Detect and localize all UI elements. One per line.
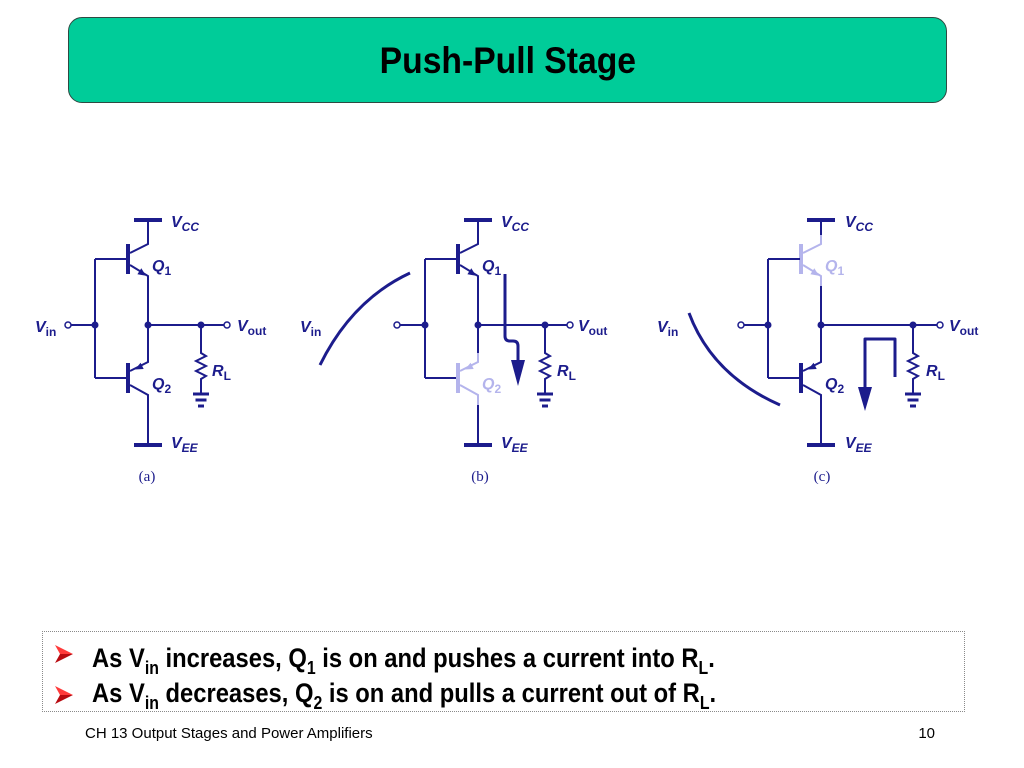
bullet-text-part: . bbox=[708, 643, 715, 673]
load-resistor bbox=[537, 325, 553, 393]
bullet-arrow-icon bbox=[55, 686, 73, 704]
load-a: Vout RL bbox=[193, 318, 266, 408]
figure-caption: (b) bbox=[471, 469, 489, 485]
q1-label: Q1 bbox=[152, 258, 171, 278]
bullet-text-part: As V bbox=[92, 643, 145, 673]
vin-terminal bbox=[737, 321, 745, 329]
bullet-arrow-icon bbox=[55, 645, 73, 663]
q2-emitter-arrow-icon bbox=[135, 362, 144, 370]
bullet-box bbox=[42, 631, 965, 712]
bullet-text-part: is on and pushes a current into R bbox=[315, 643, 699, 673]
transistor-pair-b: VCC Q1 Q2 VEE (b) bbox=[393, 214, 529, 485]
load-c: Vout RL bbox=[905, 318, 978, 408]
load-resistor bbox=[905, 325, 921, 393]
q1-emitter bbox=[459, 264, 479, 325]
circuit-b: VCC Q1 Q2 VEE (b) Vout RL Vin bbox=[300, 214, 607, 485]
bullet-text-part: increases, Q bbox=[158, 643, 307, 673]
bullet-item: As Vin increases, Q1 is on and pushes a … bbox=[92, 643, 715, 679]
vcc-label: VCC bbox=[845, 214, 873, 234]
transistor-pair-c: VCC Q1 Q2 VEE (c) bbox=[737, 214, 873, 485]
q2-collector bbox=[802, 384, 822, 445]
circuit-a: VCC Q1 Q2 VEE (a) Vout RL Vin bbox=[35, 214, 266, 485]
page-number: 10 bbox=[918, 725, 935, 742]
bullet-subscript: 1 bbox=[306, 658, 316, 678]
vout-terminal bbox=[566, 321, 574, 329]
rl-label: RL bbox=[557, 363, 576, 383]
q2-emitter bbox=[129, 325, 149, 372]
load-b: Vout RL bbox=[537, 318, 607, 408]
rl-label: RL bbox=[212, 363, 231, 383]
vee-label: VEE bbox=[501, 435, 529, 455]
vin-label: Vin bbox=[657, 319, 678, 339]
bullet-text-part: is on and pulls a current out of R bbox=[322, 678, 700, 708]
q1-label: Q1 bbox=[482, 258, 501, 278]
vin-rising-curve-icon bbox=[318, 271, 411, 366]
q1-emitter-arrow-icon bbox=[467, 268, 476, 276]
bullet-subscript: 2 bbox=[313, 693, 323, 713]
q2-label: Q2 bbox=[152, 376, 171, 396]
vcc-label: VCC bbox=[171, 214, 199, 234]
bullet-text-part: . bbox=[709, 678, 717, 708]
pull-current-path bbox=[863, 337, 897, 390]
vout-terminal bbox=[936, 321, 944, 329]
bullet-text-part: decreases, Q bbox=[158, 678, 314, 708]
bullet-item: As Vin decreases, Q2 is on and pulls a c… bbox=[92, 678, 717, 714]
pull-current-arrow-icon bbox=[858, 387, 872, 411]
junction-dot bbox=[764, 321, 772, 329]
vin-terminal bbox=[64, 321, 72, 329]
bullet-subscript: in bbox=[144, 658, 159, 678]
q1-emitter-arrow-icon bbox=[137, 268, 146, 276]
q2-emitter-arrow-icon bbox=[808, 362, 817, 370]
vin-terminal bbox=[393, 321, 401, 329]
circuit-c: VCC Q1 Q2 VEE (c) Vout RL Vin bbox=[657, 214, 978, 485]
push-current-arrow-icon bbox=[511, 360, 525, 386]
q2-label: Q2 bbox=[825, 376, 844, 396]
title-banner: Push-Pull Stage bbox=[68, 17, 947, 103]
bullet-text-part: As V bbox=[92, 678, 145, 708]
q1-collector bbox=[129, 220, 149, 254]
q1-emitter-faded bbox=[802, 264, 822, 286]
vee-label: VEE bbox=[845, 435, 873, 455]
q2-emitter-faded bbox=[459, 353, 479, 372]
junction-dot bbox=[91, 321, 99, 329]
vout-terminal bbox=[223, 321, 231, 329]
slide-title: Push-Pull Stage bbox=[379, 39, 636, 81]
q2-emitter-arrow-icon bbox=[465, 362, 474, 370]
vin-label: Vin bbox=[300, 319, 321, 339]
push-current-path bbox=[503, 274, 520, 362]
q1-label-faded: Q1 bbox=[825, 258, 844, 278]
vee-label: VEE bbox=[171, 435, 199, 455]
vout-label: Vout bbox=[237, 318, 266, 338]
q2-emitter bbox=[802, 325, 822, 372]
q2-collector bbox=[129, 384, 149, 445]
bullet-subscript: in bbox=[144, 693, 159, 713]
bullet-subscript: L bbox=[698, 658, 709, 678]
q1-emitter bbox=[129, 264, 149, 325]
q1-collector bbox=[459, 220, 479, 254]
figure-caption: (a) bbox=[139, 469, 156, 485]
q1-collector-faded bbox=[802, 235, 822, 254]
load-resistor bbox=[193, 325, 209, 393]
q1-emitter-arrow-icon bbox=[810, 268, 819, 276]
rl-label: RL bbox=[926, 363, 945, 383]
vin-label: Vin bbox=[35, 319, 56, 339]
transistor-pair-a: VCC Q1 Q2 VEE (a) bbox=[64, 214, 199, 485]
q2-collector-faded bbox=[459, 384, 479, 405]
vout-label: Vout bbox=[578, 318, 607, 338]
bullet-subscript: L bbox=[699, 693, 710, 713]
q2-label-faded: Q2 bbox=[482, 376, 501, 396]
junction-dot bbox=[421, 321, 429, 329]
footer-chapter: CH 13 Output Stages and Power Amplifiers bbox=[85, 725, 373, 742]
vin-falling-curve-icon bbox=[687, 312, 781, 407]
figure-caption: (c) bbox=[814, 469, 831, 485]
vcc-label: VCC bbox=[501, 214, 529, 234]
vout-label: Vout bbox=[949, 318, 978, 338]
